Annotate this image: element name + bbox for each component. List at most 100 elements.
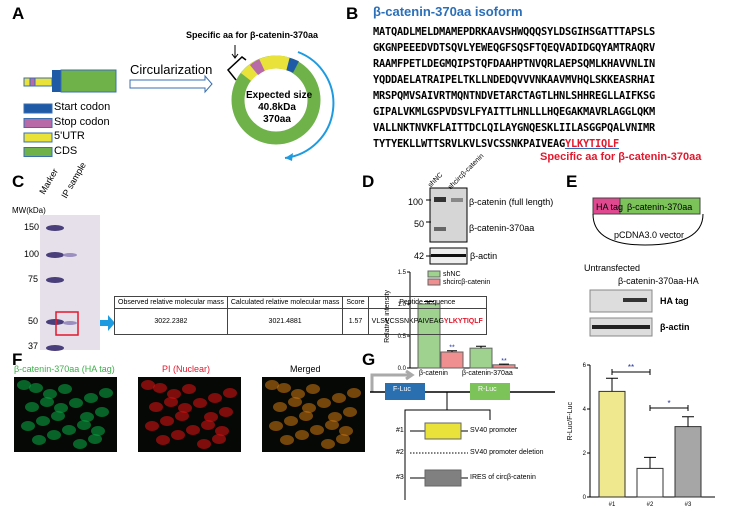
d-xtick: β-catenin-370aa [462, 370, 513, 377]
panel-label-e: E [566, 172, 578, 191]
error-bar [682, 416, 694, 427]
significance-bracket [611, 369, 651, 375]
cell [347, 388, 361, 398]
cell [328, 412, 342, 422]
legend-swatch [427, 270, 441, 278]
marker-band [46, 225, 64, 231]
western-blot [429, 187, 468, 243]
panel-label-g: G [362, 350, 376, 369]
bar [469, 347, 493, 369]
blot-band [434, 197, 446, 202]
error-bar [447, 350, 457, 352]
insert-label: β-catenin-370aa [627, 202, 693, 212]
cell [29, 383, 43, 393]
f-luc-label: F-Luc [393, 386, 411, 393]
mw-75: 75 [28, 274, 39, 284]
band-actin: β-actin [470, 251, 498, 261]
ha-blot [589, 289, 653, 313]
th-calculated: Calculated relative molecular mass [226, 296, 344, 309]
td-peptide: VLSVCSSNKPAIVEAGYLKYTIQLF [367, 308, 487, 335]
seq-line: YQDDAELATRAIPELTKLLNDEDQVVVNKAAVMVHQLSKK… [373, 74, 655, 86]
actin-band [592, 325, 650, 329]
lane-ha: β-catenin-370aa-HA [618, 276, 699, 286]
bar [636, 467, 664, 498]
bar [674, 426, 702, 498]
y-tick-label: 1.5 [398, 270, 407, 276]
f-luc-box [385, 383, 425, 400]
panel-label-d: D [362, 172, 375, 191]
error-bar [476, 345, 486, 349]
cell [269, 421, 283, 431]
td-calculated: 3021.4881 [226, 308, 344, 335]
cell [223, 388, 237, 398]
cell [40, 397, 54, 407]
legend-swatch [23, 132, 53, 143]
band-full-length: β-catenin (full length) [469, 197, 554, 207]
cell [299, 411, 313, 421]
cell [193, 398, 207, 408]
marker-band [46, 319, 64, 325]
down-arrow-icon [231, 45, 239, 59]
cell [95, 407, 109, 417]
error-bar [606, 377, 618, 392]
ip-band [63, 253, 77, 257]
seq-line: GKGNPEEEDVDTSQVLYEWEQGFSQSFTQEQVADIDGQYA… [373, 42, 655, 54]
r-luc-box [470, 383, 510, 400]
coomassie-gel [40, 215, 100, 350]
cell [84, 393, 98, 403]
legend-swatch [23, 103, 53, 114]
cell [321, 439, 335, 449]
legend-swatch [23, 118, 53, 128]
error-bar [644, 456, 656, 469]
cell [164, 397, 178, 407]
specific-sequence: YLKYTIQLF [564, 138, 619, 150]
actin-band [431, 254, 466, 257]
cell [336, 434, 350, 444]
insert-bracket [404, 392, 491, 420]
cell [280, 435, 294, 445]
cell [201, 420, 215, 430]
construct-label: IRES of circβ-catenin [470, 474, 536, 481]
legend-swatch [23, 147, 53, 157]
band-e-actin: β-actin [660, 322, 690, 332]
utr-segment [34, 77, 53, 87]
circularization-arrow-icon [129, 74, 213, 94]
cell [212, 434, 226, 444]
cell [306, 384, 320, 394]
promoter-arrow-icon [370, 369, 415, 392]
cell [171, 430, 185, 440]
y-tick-label: 0 [583, 495, 587, 501]
significance-bracket [649, 405, 689, 411]
significance-label: ** [449, 345, 455, 352]
cell [77, 420, 91, 430]
cell [182, 384, 196, 394]
cell [273, 402, 287, 412]
mw-label: MW(kDa) [12, 206, 46, 215]
cell [51, 411, 65, 421]
utr-segment [23, 77, 31, 87]
arrowhead-icon [285, 153, 293, 161]
cell [153, 383, 167, 393]
cell [36, 416, 50, 426]
marker-band [46, 345, 64, 351]
cell [160, 416, 174, 426]
cell [43, 389, 57, 399]
cell [310, 425, 324, 435]
cell [197, 439, 211, 449]
g-ylabel: R-Luc/F-Luc [567, 402, 574, 441]
bar [492, 364, 516, 369]
th-observed: Observed relative molecular mass [114, 296, 228, 309]
vector-backbone [592, 213, 704, 246]
bar [598, 390, 626, 498]
pointer-arrow-icon [100, 315, 115, 331]
cell [325, 420, 339, 430]
cell [47, 430, 61, 440]
specific-aa-label: Specific aa for β-catenin-370aa [186, 30, 319, 40]
cell [73, 439, 87, 449]
cell [175, 411, 189, 421]
legend-swatch [427, 278, 441, 286]
panel-label-b: B [346, 4, 359, 23]
insert-box [619, 197, 701, 215]
mw-100: 100 [24, 249, 40, 259]
marker-42: 42 [414, 251, 425, 261]
